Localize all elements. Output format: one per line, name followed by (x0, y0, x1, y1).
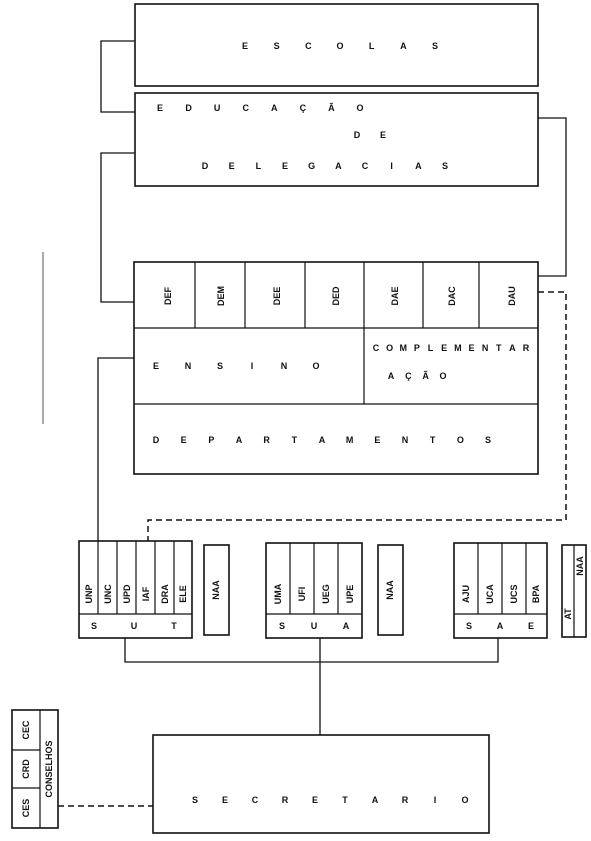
sut-unit-unc: UNC (103, 584, 113, 604)
sua-unit-upe: UPE (345, 585, 355, 604)
sae-unit-uca: UCA (485, 584, 495, 604)
connector-delegacias-right (538, 118, 566, 276)
sut-unit-upd: UPD (122, 584, 132, 604)
sua-unit-ueg: UEG (321, 584, 331, 604)
dept-dac: DAC (447, 286, 457, 306)
sut-naa-node: NAA (204, 545, 229, 635)
conselho-cec: CEC (21, 720, 31, 740)
conselho-crd: CRD (21, 759, 31, 779)
sut-unit-ele: ELE (178, 585, 188, 603)
sua-naa-node: NAA (378, 545, 403, 635)
sua-unit-ufi: UFI (297, 587, 307, 602)
dept-ded: DED (331, 286, 341, 306)
dept-def: DEF (163, 286, 173, 305)
conselhos-node: CEC CRD CES CONSELHOS (12, 710, 58, 828)
sut-unit-dra: DRA (160, 584, 170, 604)
sae-at-naa-node: AT NAA (562, 545, 586, 637)
sae-unit-ucs: UCS (509, 584, 519, 603)
connector-escolas-delegacias (101, 41, 135, 112)
dept-dee: DEE (272, 287, 282, 306)
conselho-ces: CES (21, 799, 31, 818)
sae-unit-bpa: BPA (531, 584, 541, 603)
sae-naa-label: NAA (575, 556, 585, 576)
sae-at-label: AT (563, 608, 573, 620)
sae-unit-aju: AJU (461, 585, 471, 603)
conselhos-label: CONSELHOS (44, 740, 54, 797)
connector-sut-departamentos (98, 358, 134, 541)
sut-unit-iaf: IAF (141, 586, 151, 601)
dept-dae: DAE (390, 286, 400, 305)
sua-naa-label: NAA (385, 580, 395, 600)
sut-naa-label: NAA (211, 580, 221, 600)
dept-dem: DEM (216, 286, 226, 306)
sut-unit-unp: UNP (84, 584, 94, 603)
connector-delegacias-departamentos (101, 153, 135, 302)
dept-dau: DAU (507, 286, 517, 306)
connector-groups-bus (125, 638, 498, 662)
sua-unit-uma: UMA (273, 583, 283, 604)
